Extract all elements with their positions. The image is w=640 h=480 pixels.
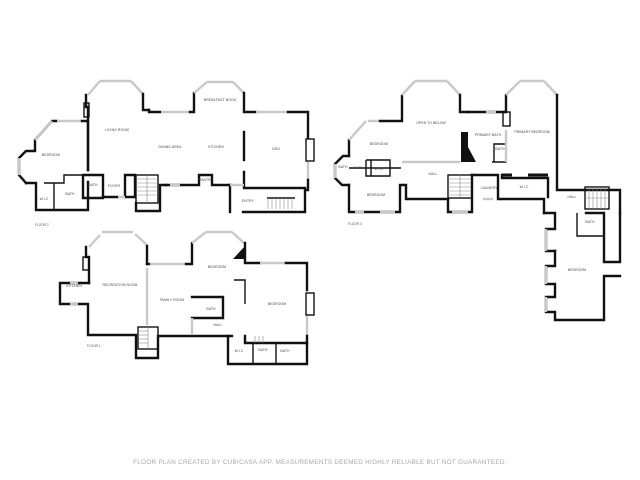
room-label-dining-area: DINING AREA (159, 145, 183, 149)
room-label-wic: W.I.C (40, 197, 49, 201)
room-label-entry: ENTRY (242, 199, 255, 203)
room-label-primary-bath: PRIMARY BATH (475, 133, 502, 137)
room-label-pantry: PANTRY (199, 178, 214, 182)
room-label-bedroom-2: BEDROOM (268, 302, 286, 306)
floor-2-label: FLOOR 2 (35, 223, 49, 227)
room-label-wic: W.I.C (235, 349, 244, 353)
disclaimer-footer: FLOOR PLAN CREATED BY CUBICASA APP. MEAS… (133, 459, 507, 466)
room-label-bedroom: BEDROOM (42, 153, 60, 157)
room-label-hall: HALL (214, 323, 223, 327)
room-label-hall-2: HALL (568, 195, 577, 199)
room-label-wic: W.I.C (375, 167, 384, 171)
room-label-kitchen: KITCHEN (66, 284, 82, 288)
room-label-laundry: LAUNDRY (481, 186, 498, 190)
room-label-family-room: FAMILY ROOM (160, 298, 184, 302)
room-label-bath: BATH (206, 307, 216, 311)
room-label-wic-2: W.I.C (520, 185, 529, 189)
floor-1-plan: KITCHEN RECREATION ROOM FAMILY ROOM BEDR… (58, 230, 315, 366)
room-label-bath-3: BATH (495, 147, 505, 151)
room-label-living-room: LIVING ROOM (105, 128, 129, 132)
room-label-bath-3: BATH (280, 349, 290, 353)
floor-3-label: FLOOR 3 (348, 222, 362, 226)
room-label-open-to-below: OPEN TO BELOW (416, 121, 446, 125)
room-label-bedroom-3: BEDROOM (568, 268, 586, 272)
room-label-breakfast-nook: BREAKFAST NOOK (204, 98, 237, 102)
room-label-bedroom: BEDROOM (370, 142, 388, 146)
room-label-primary-bedroom: PRIMARY BEDROOM (514, 130, 549, 134)
room-label-foyer: FOYER (108, 184, 121, 188)
room-label-bedroom: BEDROOM (208, 265, 226, 269)
room-label-bath-4: BATH (585, 220, 595, 224)
floor-2-plan: BEDROOM W.I.C BATH BATH FOYER LIVING ROO… (17, 79, 315, 227)
room-label-bath-2: BATH (258, 348, 268, 352)
room-label-bedroom-2: BEDROOM (367, 193, 385, 197)
room-label-kitchen: KITCHEN (208, 145, 224, 149)
floor-1-label: FLOOR 1 (87, 344, 101, 348)
room-label-bath: BATH (65, 192, 75, 196)
room-label-bath: BATH (338, 165, 348, 169)
room-label-bath-2: BATH (354, 166, 364, 170)
room-label-recreation-room: RECREATION ROOM (103, 283, 138, 287)
room-label-den: DEN (272, 147, 280, 151)
room-label-hall: HALL (429, 172, 438, 176)
room-label-bath-2: BATH (88, 183, 98, 187)
floor-3-plan: BATH BATH BEDROOM W.I.C BEDROOM OPEN TO … (333, 79, 622, 322)
